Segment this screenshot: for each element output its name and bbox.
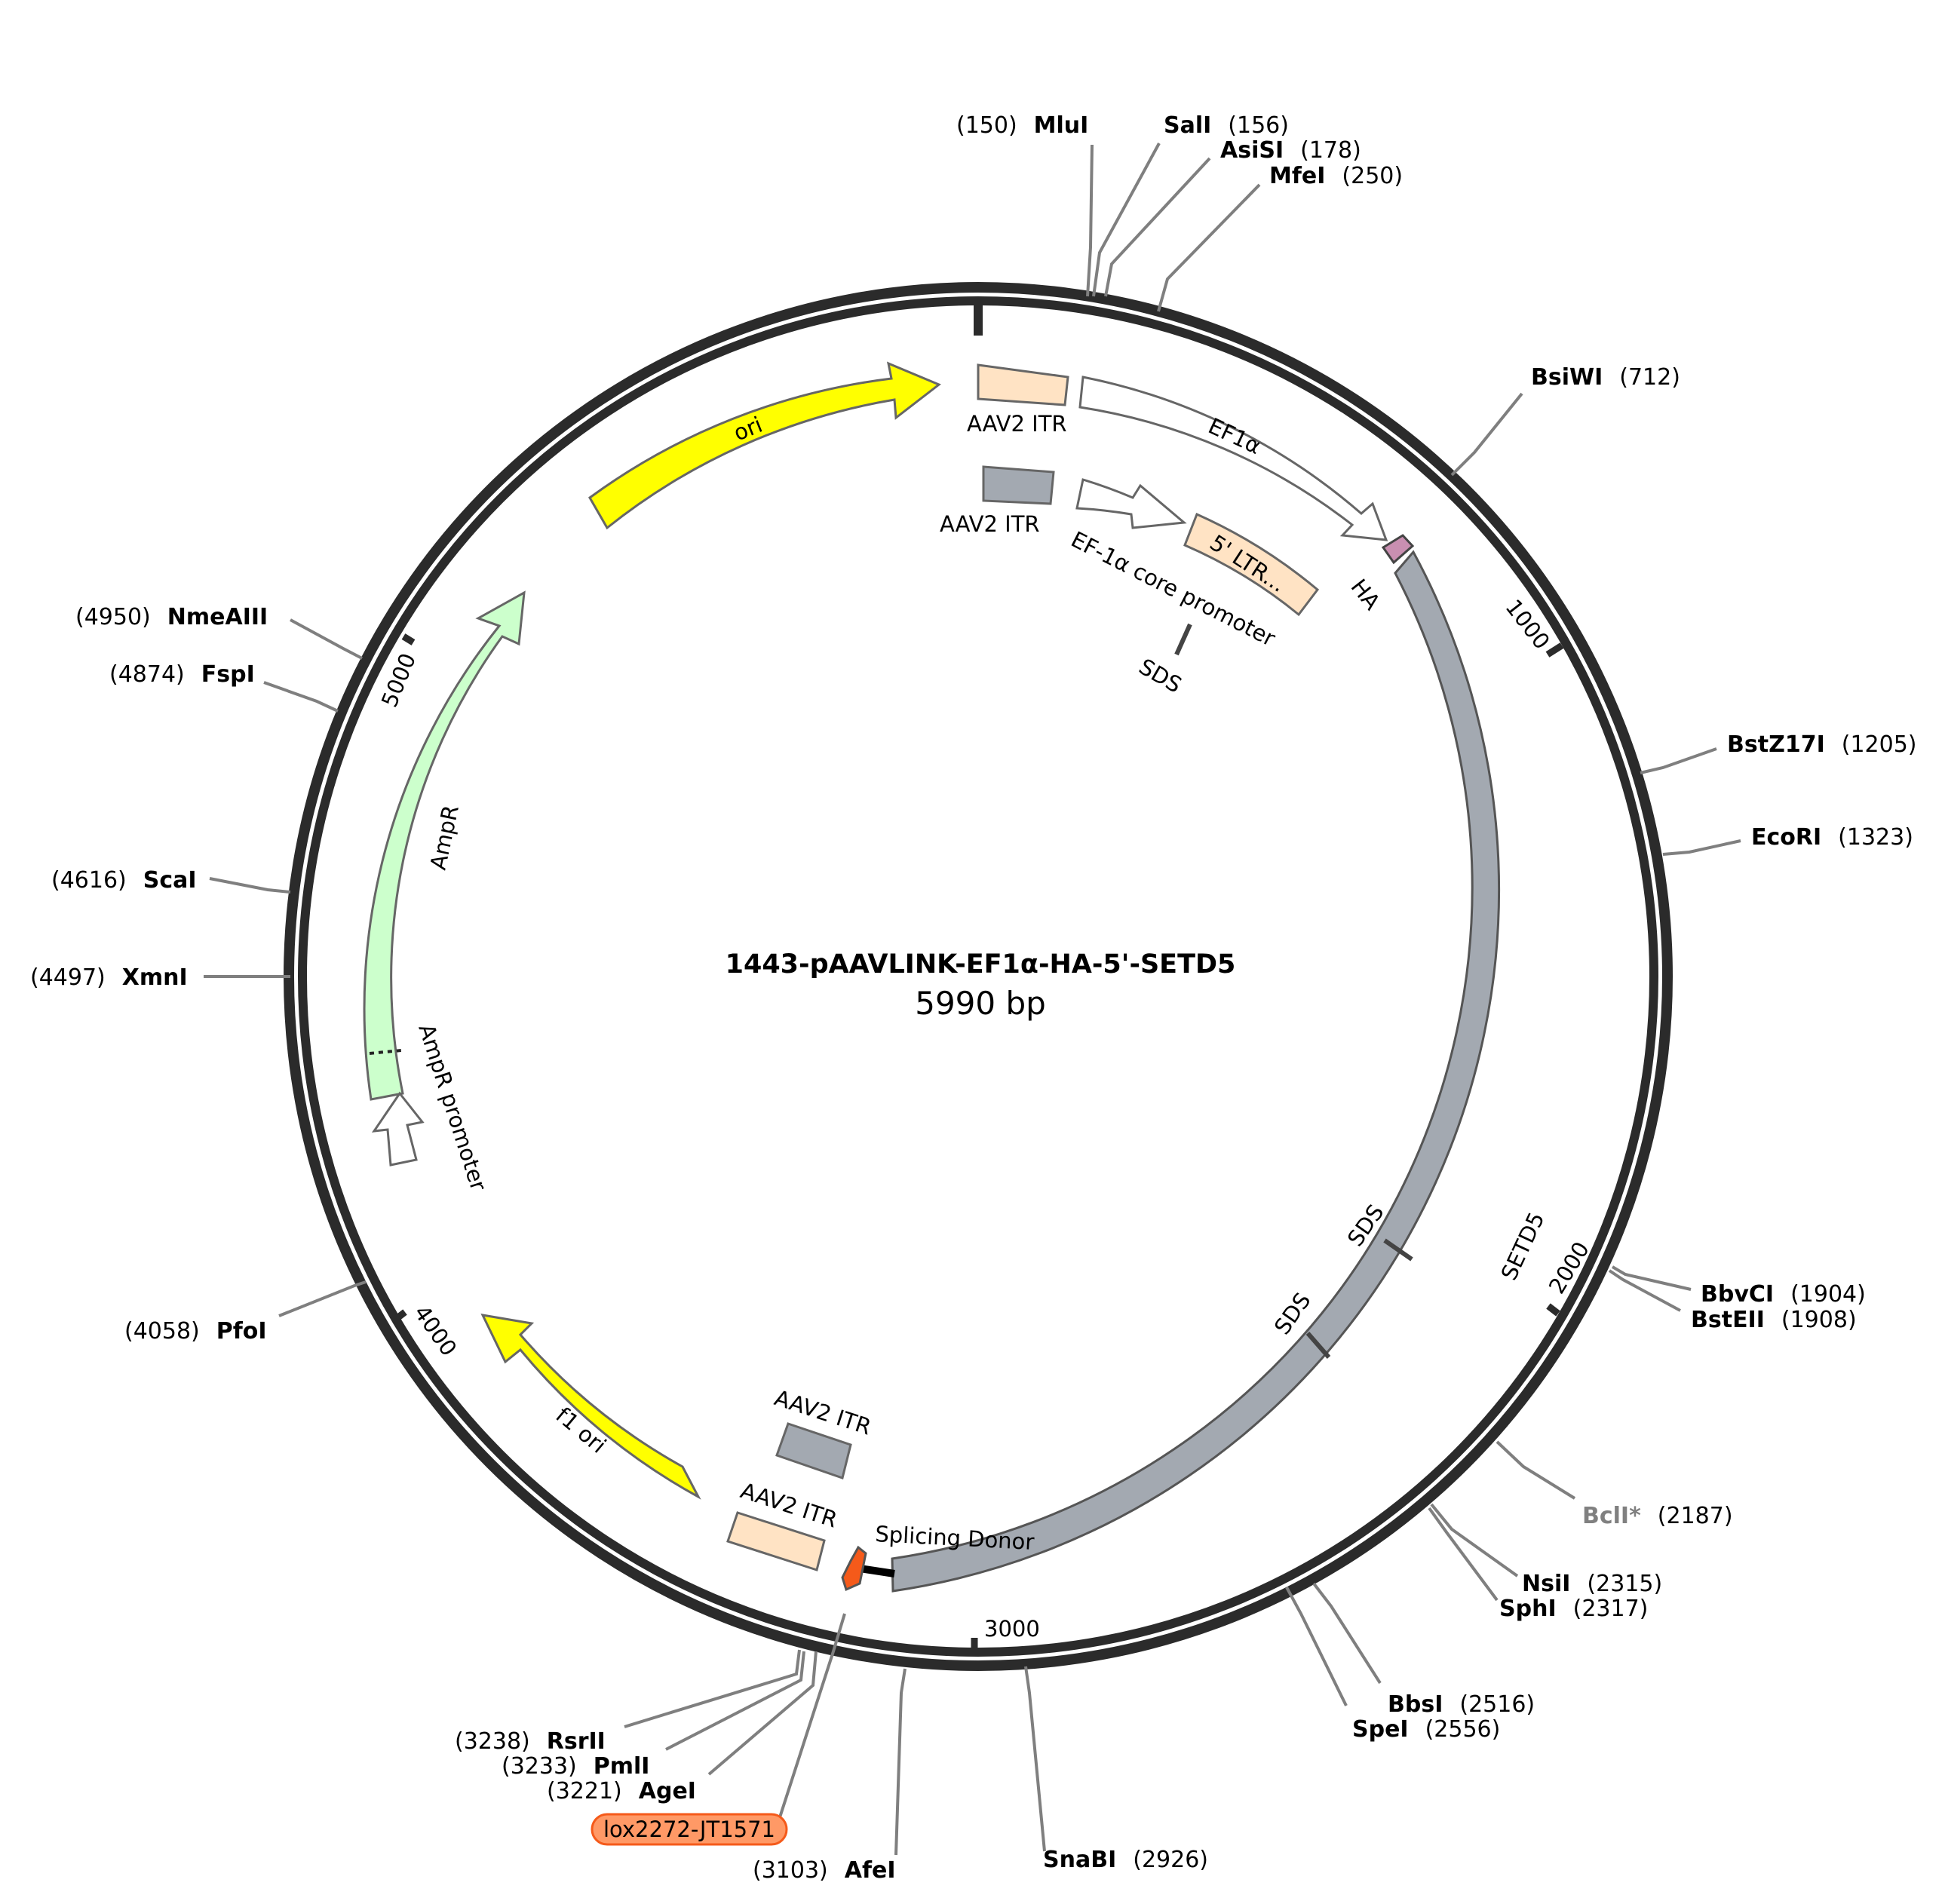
feature-ori[interactable] (588, 361, 941, 530)
site-bcli[interactable]: BclI*(2187) (1582, 1503, 1733, 1529)
feature-sds-2 (1383, 1238, 1413, 1262)
site-pmli[interactable]: (3233)PmlI (502, 1753, 649, 1780)
feature-label-splicing-donor: Splicing Donor (875, 1521, 1035, 1555)
leader-bbvci (1611, 1265, 1692, 1291)
backbone-inner-ring (298, 296, 1658, 1657)
feature-label-ha: HA (1345, 574, 1385, 615)
site-fspi[interactable]: (4874)FspI (109, 661, 255, 688)
site-spei[interactable]: SpeI(2556) (1352, 1716, 1500, 1743)
feature-sds-1 (1174, 623, 1192, 656)
feature-aav2-itr-4[interactable] (726, 1511, 826, 1571)
site-nmeaiii[interactable]: (4950)NmeAIII (75, 604, 268, 630)
leader-afei (894, 1668, 907, 1856)
feature-label-aav2-itr-2: AAV2 ITR (940, 511, 1040, 537)
feature-splicing-donor[interactable] (859, 1565, 895, 1577)
leader-lox (778, 1613, 846, 1818)
site-ecori[interactable]: EcoRI(1323) (1751, 824, 1913, 851)
tick-marks (393, 633, 1564, 1655)
leader-ecori (1662, 839, 1741, 856)
leader-sali (1092, 143, 1161, 297)
feature-label-aav2-itr-1: AAV2 ITR (967, 411, 1067, 437)
site-xmni[interactable]: (4497)XmnI (30, 964, 188, 991)
leader-mfei (1157, 183, 1261, 312)
leader-nsii (1430, 1503, 1519, 1577)
feature-label-ampr: AmpR (425, 803, 464, 872)
site-mlui[interactable]: (150)MluI (956, 112, 1088, 139)
site-labels: (150)MluI SalI(156) AsiSI(178) MfeI(250)… (30, 112, 1917, 1884)
leader-bstz17i (1640, 747, 1717, 774)
site-rsrii[interactable]: (3238)RsrII (455, 1728, 606, 1755)
leader-rsrii (624, 1649, 801, 1728)
leader-bcli (1496, 1440, 1576, 1500)
feature-aav2-itr-2[interactable] (982, 465, 1055, 505)
leader-asisi (1104, 157, 1211, 297)
site-nsii[interactable]: NsiI(2315) (1522, 1571, 1662, 1597)
leader-snabi (1024, 1666, 1046, 1852)
site-sphi[interactable]: SphI(2317) (1499, 1596, 1648, 1622)
origin-marker (974, 304, 983, 336)
leader-mlui (1086, 144, 1094, 297)
site-bsteii[interactable]: BstEII(1908) (1691, 1307, 1857, 1333)
feature-label-ampr-promoter: AmpR promoter (413, 1021, 492, 1194)
feature-ampr[interactable] (363, 590, 526, 1101)
feature-aav2-itr-1[interactable] (977, 363, 1069, 406)
leader-spei (1285, 1587, 1348, 1706)
tick-label-3000: 3000 (984, 1616, 1040, 1642)
feature-ampr-promoter[interactable] (371, 1091, 425, 1167)
leader-bsteii (1608, 1269, 1681, 1312)
leader-bbsi (1312, 1582, 1382, 1685)
feature-setd5[interactable] (891, 550, 1501, 1593)
plasmid-size: 5990 bp (915, 985, 1046, 1022)
lox-badge[interactable] (591, 1813, 788, 1846)
feature-lox2272[interactable] (841, 1545, 867, 1592)
leader-sphi (1428, 1507, 1499, 1602)
leader-scai (209, 877, 291, 894)
site-scai[interactable]: (4616)ScaI (51, 867, 197, 894)
feature-ef1a[interactable] (1078, 376, 1388, 541)
site-agei[interactable]: (3221)AgeI (547, 1778, 696, 1804)
leader-pmli (665, 1651, 805, 1751)
leader-nmeaiii (290, 618, 363, 660)
tick-5000 (401, 633, 416, 645)
site-snabi[interactable]: SnaBI(2926) (1043, 1847, 1208, 1873)
site-asisi[interactable]: AsiSI(178) (1220, 137, 1361, 164)
tick-4000 (393, 1309, 407, 1323)
feature-label-setd5: SETD5 (1496, 1208, 1550, 1284)
feature-sds-3 (1305, 1332, 1331, 1359)
feature-ha[interactable] (1381, 534, 1415, 565)
leader-pfoi (278, 1280, 367, 1317)
feature-ltr[interactable] (1183, 512, 1320, 617)
site-sali[interactable]: SalI(156) (1164, 112, 1289, 139)
feature-ef1a-core-promoter[interactable] (1075, 478, 1187, 529)
feature-label-sds-1: SDS (1135, 654, 1186, 698)
site-bbsi[interactable]: BbsI(2516) (1388, 1691, 1535, 1718)
site-bstz17i[interactable]: BstZ17I(1205) (1727, 731, 1917, 758)
feature-f1-ori[interactable] (480, 1314, 701, 1500)
lox-badge-label: lox2272-JT1571 (603, 1817, 775, 1842)
site-bbvci[interactable]: BbvCI(1904) (1701, 1281, 1866, 1308)
leader-agei (707, 1651, 818, 1776)
plasmid-name: 1443-pAAVLINK-EF1α-HA-5'-SETD5 (726, 949, 1236, 980)
site-mfei[interactable]: MfeI(250) (1269, 163, 1403, 189)
leader-fspi (263, 681, 339, 713)
feature-aav2-itr-3[interactable] (775, 1422, 852, 1479)
leader-bsiwi (1450, 392, 1523, 477)
tick-1000 (1545, 642, 1564, 658)
site-bsiwi[interactable]: BsiWI(712) (1531, 364, 1680, 391)
tick-2000 (1546, 1303, 1560, 1317)
site-leaders (204, 143, 1741, 1856)
site-pfoi[interactable]: (4058)PfoI (124, 1318, 267, 1344)
site-afei[interactable]: (3103)AfeI (753, 1857, 896, 1884)
